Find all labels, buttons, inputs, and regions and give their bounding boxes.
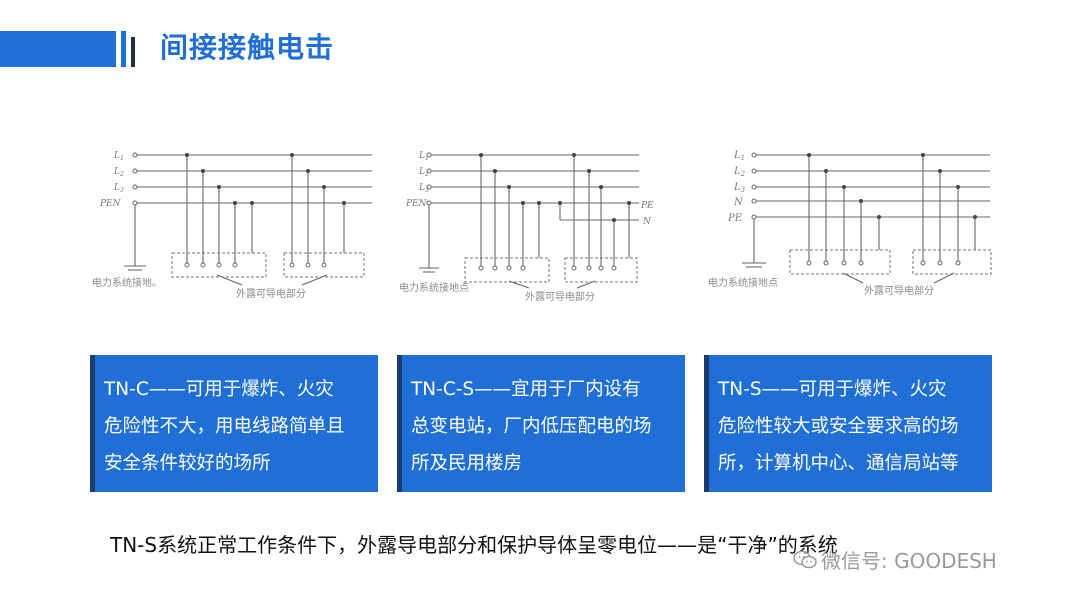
- ground-label: 电力系统接地。: [92, 276, 162, 289]
- line-label-n: N: [642, 217, 652, 227]
- line-label-n: N: [733, 197, 744, 208]
- line-label-pen: PEN: [99, 199, 122, 209]
- tn-c-s-card: TN-C-S——宜用于厂内设有 总变电站，厂内低压配电的场 所及民用楼房: [397, 355, 685, 492]
- watermark: 微信号: GOODESH: [793, 548, 997, 576]
- tn-s-diagram: L1 L2 L3 N PE 电力系统接地点 外露可导电部分: [708, 138, 1008, 308]
- line-label-l2: L2: [733, 166, 746, 178]
- tn-s-card: TN-S——可用于爆炸、火灾 危险性较大或安全要求高的场 所，计算机中心、通信局…: [704, 355, 992, 492]
- header-accent-tick-dark: [131, 37, 135, 67]
- card-line: TN-S——可用于爆炸、火灾: [718, 379, 947, 400]
- card-line: 安全条件较好的场所: [104, 453, 271, 474]
- header-accent-tick: [121, 31, 126, 67]
- card-line: TN-C-S——宜用于厂内设有: [411, 379, 641, 400]
- line-label-l3: L3: [733, 182, 746, 194]
- ground-label: 电力系统接地点: [708, 276, 778, 289]
- summary-text: TN-S系统正常工作条件下，外露导电部分和保护导体呈零电位——是“干净”的系统: [110, 533, 838, 557]
- ground-label: 电力系统接地点: [399, 281, 469, 294]
- line-label-pen: PEN: [405, 199, 428, 209]
- tn-c-s-diagram: L1 L2 L3 PEN PE N 电力系统接地点 外露可导电部分: [399, 138, 699, 308]
- card-line: 总变电站，厂内低压配电的场: [411, 416, 652, 437]
- tn-c-card: TN-C——可用于爆炸、火灾 危险性不大，用电线路简单且 安全条件较好的场所: [90, 355, 378, 492]
- equipment-label: 外露可导电部分: [864, 284, 934, 297]
- page-title: 间接接触电击: [160, 31, 335, 64]
- card-line: 危险性不大，用电线路简单且: [104, 416, 345, 437]
- header-accent-bar: [0, 31, 116, 67]
- watermark-text: 微信号: GOODESH: [821, 549, 997, 573]
- tn-c-diagram: L1 L2 L3 PEN 电力系统接地。 外露可导电部分: [92, 138, 392, 308]
- line-label-l2: L2: [418, 167, 429, 178]
- line-label-l1: L1: [113, 151, 124, 162]
- card-line: 所，计算机中心、通信局站等: [718, 453, 959, 474]
- line-label-l1: L1: [418, 151, 429, 162]
- card-line: TN-C——可用于爆炸、火灾: [104, 379, 334, 400]
- line-label-l3: L3: [113, 183, 124, 194]
- line-label-pe: PE: [727, 213, 743, 224]
- wechat-icon: [793, 550, 817, 576]
- line-label-l1: L1: [733, 150, 745, 162]
- card-line: 危险性较大或安全要求高的场: [718, 416, 959, 437]
- line-label-l2: L2: [113, 167, 124, 178]
- equipment-label: 外露可导电部分: [525, 290, 595, 303]
- card-line: 所及民用楼房: [411, 453, 523, 474]
- equipment-label: 外露可导电部分: [236, 287, 306, 300]
- line-label-l3: L3: [418, 183, 429, 194]
- line-label-pe: PE: [640, 201, 654, 211]
